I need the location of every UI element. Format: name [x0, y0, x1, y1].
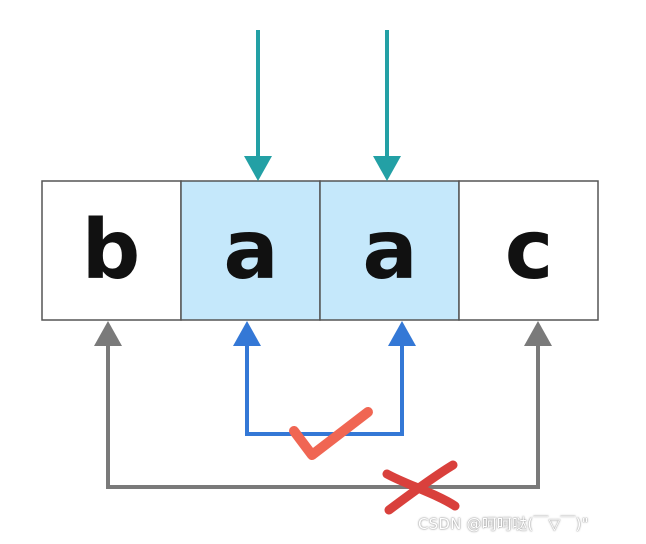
cell-2 [319, 180, 460, 321]
inner-link-line [245, 345, 404, 436]
pointer-arrowhead-right [373, 156, 401, 181]
inner-link-arrowhead-left [233, 321, 261, 346]
cell-2-letter: a [362, 203, 417, 298]
cross-icon [382, 460, 460, 515]
string-cells: b a a c [41, 180, 599, 321]
inner-link [233, 321, 416, 436]
cell-0-letter: b [82, 203, 141, 298]
outer-link-arrowhead-left [94, 321, 122, 346]
inner-link-arrowhead-right [388, 321, 416, 346]
cell-0 [41, 180, 182, 321]
check-icon [289, 407, 373, 460]
outer-link-arrowhead-right [524, 321, 552, 346]
watermark-text: CSDN @呵呵哒(￣▽￣)" [418, 515, 589, 533]
cell-3-letter: c [505, 203, 554, 298]
center-pointers [244, 30, 401, 181]
pointer-arrowhead-left [244, 156, 272, 181]
cell-1-letter: a [223, 203, 278, 298]
outer-link [94, 321, 552, 489]
cell-3 [458, 180, 599, 321]
outer-link-line [106, 345, 540, 489]
cell-1 [180, 180, 321, 321]
